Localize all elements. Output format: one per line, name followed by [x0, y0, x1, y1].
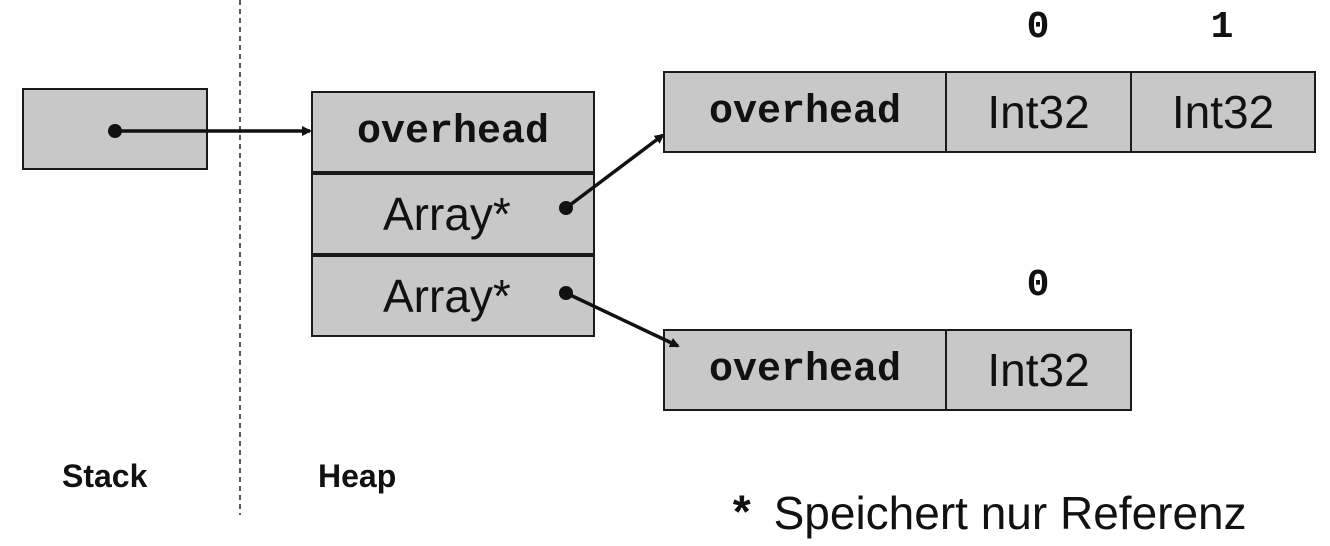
- footnote-marker: *: [728, 491, 756, 543]
- array-ref-arrow-top: [564, 133, 665, 210]
- array-element-cell: Int32: [945, 329, 1132, 411]
- footnote-text: Speichert nur Referenz: [773, 487, 1247, 539]
- object-field-array-ref-1: Array*: [311, 173, 595, 255]
- stack-label: Stack: [62, 458, 148, 494]
- array-index-label: 0: [1026, 6, 1050, 49]
- array-ref-arrow-bottom: [565, 291, 680, 348]
- array-element-cell: Int32: [945, 71, 1132, 153]
- array-header-cell: overhead: [663, 71, 947, 153]
- object-header-cell: overhead: [311, 91, 595, 173]
- array-index-label: 0: [1026, 264, 1050, 307]
- array-element-cell: Int32: [1130, 71, 1316, 153]
- heap-label: Heap: [318, 458, 397, 494]
- footnote: * Speichert nur Referenz: [728, 486, 1247, 543]
- array-index-label: 1: [1210, 6, 1234, 49]
- object-field-array-ref-2: Array*: [311, 255, 595, 337]
- array-header-cell: overhead: [663, 329, 947, 411]
